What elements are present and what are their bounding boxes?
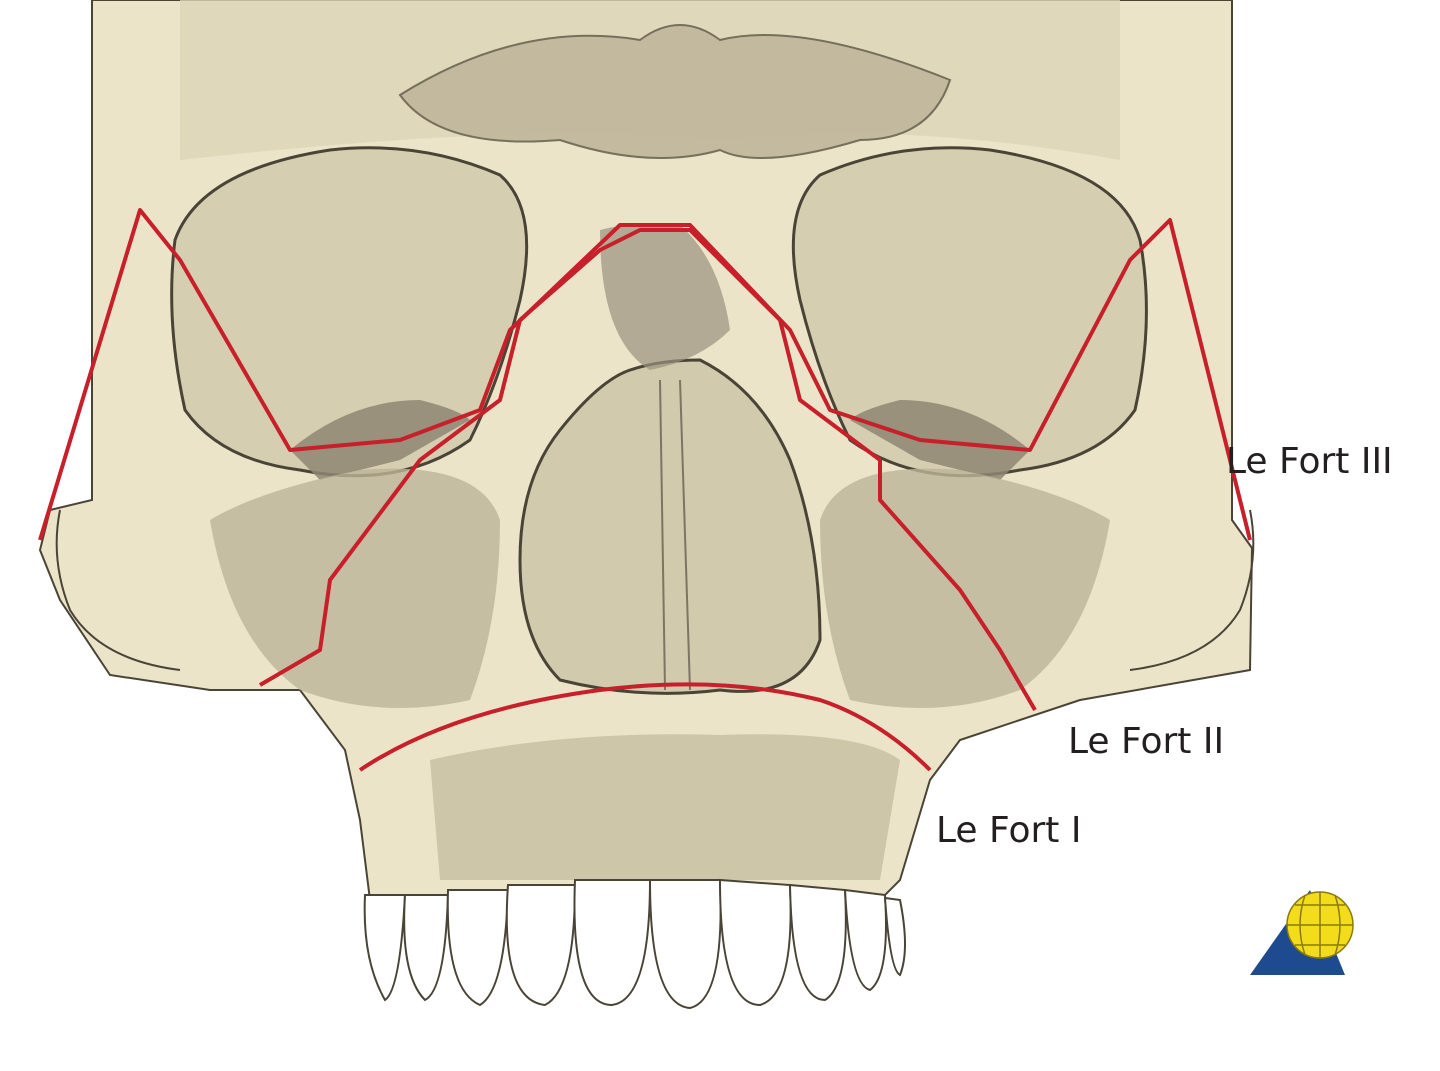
zygoma-left (55, 509, 181, 671)
nasal-bridge (600, 223, 730, 370)
tooth (403, 894, 450, 1002)
tooth (718, 878, 792, 1007)
triangle-globe-logo (1250, 890, 1354, 975)
fracture-lines (38, 208, 1252, 772)
maxillary-sinus-right (820, 468, 1110, 708)
nasal-cavity (518, 358, 822, 695)
tooth (363, 894, 407, 1002)
tooth (446, 889, 510, 1007)
logo-globe-grid (1287, 892, 1353, 958)
zygoma-right (1129, 509, 1255, 671)
label-le-fort-i: Le Fort I (936, 810, 1082, 851)
label-le-fort-ii: Le Fort II (1068, 721, 1225, 762)
le-fort-i-line (358, 682, 932, 772)
tooth (648, 879, 722, 1010)
orbit-left (170, 146, 529, 478)
maxillary-sinus-left (210, 468, 500, 708)
tooth (788, 883, 847, 1002)
le-fort-ii-line (258, 228, 1037, 712)
tooth (843, 888, 887, 992)
tooth (883, 896, 906, 977)
frontal-sinus (398, 24, 952, 159)
label-le-fort-iii: Le Fort III (1226, 441, 1393, 482)
teeth (363, 878, 906, 1010)
tooth (505, 884, 577, 1007)
tooth (573, 879, 652, 1007)
le-fort-iii-line (38, 208, 1252, 541)
nasal-septum (659, 379, 691, 691)
alveolar-process (430, 734, 900, 880)
